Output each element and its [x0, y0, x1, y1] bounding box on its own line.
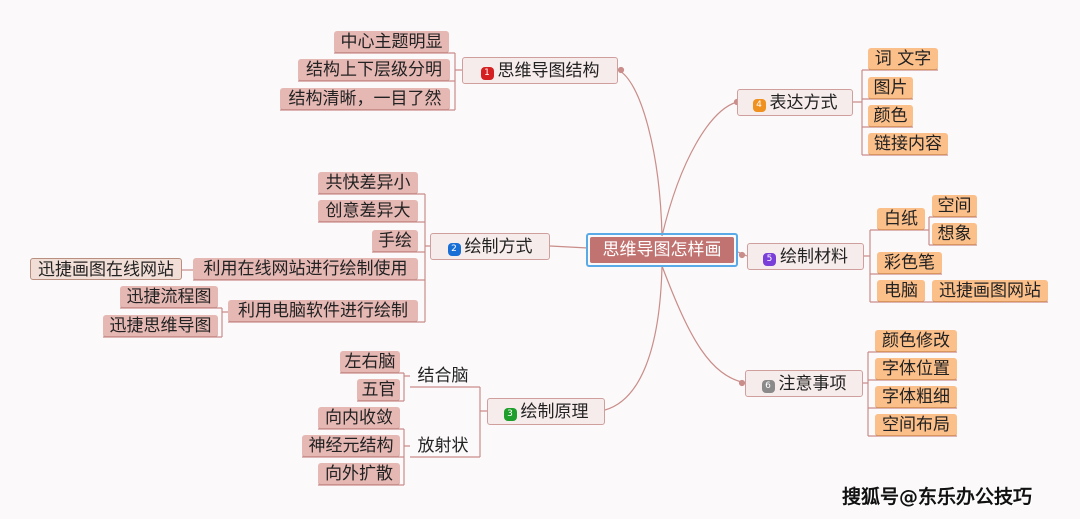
subtopic-online-site[interactable]: 迅捷画图在线网站	[30, 258, 182, 280]
subtopic[interactable]: 电脑	[877, 280, 925, 302]
subtopic[interactable]: 字体粗细	[875, 386, 957, 408]
subtopic[interactable]: 向外扩散	[318, 463, 400, 485]
subtopic[interactable]: 向内收敛	[318, 407, 400, 429]
central-topic-label: 思维导图怎样画	[590, 237, 734, 263]
priority-3-icon: 3	[503, 408, 517, 421]
branch-label: 表达方式	[769, 93, 838, 113]
priority-4-icon: 4	[752, 99, 766, 112]
subtopic[interactable]: 创意差异大	[318, 200, 418, 222]
branch-label: 绘制材料	[780, 247, 848, 267]
subtopic[interactable]: 神经元结构	[302, 435, 400, 457]
priority-5-icon: 5	[763, 253, 776, 266]
subtopic[interactable]: 字体位置	[875, 358, 957, 380]
subtopic[interactable]: 颜色修改	[875, 330, 957, 352]
priority-6-icon: 6	[761, 380, 775, 393]
subtopic[interactable]: 迅捷思维导图	[103, 315, 218, 337]
subtopic[interactable]: 结合脑	[417, 366, 469, 386]
subtopic[interactable]: 图片	[868, 77, 913, 99]
subtopic[interactable]: 空间布局	[875, 414, 957, 436]
subtopic[interactable]: 颜色	[868, 105, 913, 127]
priority-2-icon: 2	[447, 243, 461, 256]
branch-label: 绘制原理	[520, 402, 589, 422]
subtopic[interactable]: 彩色笔	[877, 252, 942, 274]
subtopic[interactable]: 链接内容	[868, 133, 948, 155]
branch-materials[interactable]: 5 绘制材料	[747, 243, 864, 270]
subtopic[interactable]: 手绘	[372, 230, 418, 252]
priority-1-icon: 1	[480, 67, 494, 80]
branch-label: 注意事项	[778, 374, 847, 394]
watermark: 搜狐号@东乐办公技巧	[842, 486, 1033, 508]
branch-label: 思维导图结构	[497, 61, 600, 81]
subtopic[interactable]: 放射状	[417, 436, 469, 456]
subtopic[interactable]: 想象	[932, 223, 977, 245]
subtopic[interactable]: 结构上下层级分明	[298, 59, 450, 81]
subtopic[interactable]: 共快差异小	[318, 172, 418, 194]
central-topic[interactable]: 思维导图怎样画	[586, 233, 738, 267]
branch-label: 绘制方式	[464, 237, 533, 257]
subtopic[interactable]: 结构清晰，一目了然	[280, 88, 450, 110]
subtopic[interactable]: 迅捷流程图	[120, 286, 218, 308]
subtopic[interactable]: 左右脑	[340, 351, 400, 373]
subtopic[interactable]: 空间	[932, 195, 977, 217]
subtopic[interactable]: 词 文字	[868, 48, 938, 70]
subtopic[interactable]: 五官	[357, 379, 400, 401]
subtopic[interactable]: 白纸	[877, 208, 925, 230]
subtopic[interactable]: 利用电脑软件进行绘制	[228, 300, 418, 322]
subtopic[interactable]: 利用在线网站进行绘制使用	[193, 258, 418, 280]
subtopic[interactable]: 中心主题明显	[334, 31, 449, 53]
subtopic[interactable]: 迅捷画图网站	[932, 280, 1048, 302]
